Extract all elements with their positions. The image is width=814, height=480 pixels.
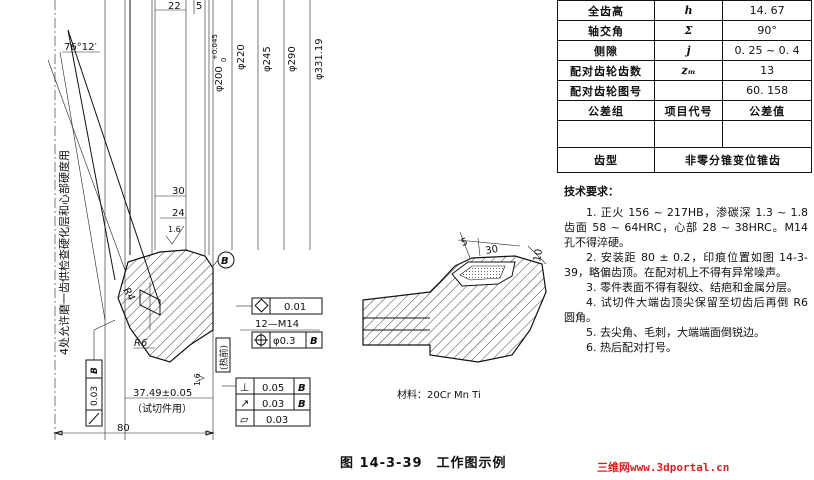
param-name: 侧隙 — [557, 40, 655, 61]
tooth-detail-section: 5 30 10 — [362, 231, 547, 363]
hardness-check-note: 4处允许磨一齿供检查硬化层和心部硬度用 — [57, 150, 71, 355]
detail-dim-30: 30 — [485, 244, 499, 257]
dim-bore-200-tol-lower: 0 — [220, 58, 228, 62]
fcf-row-2-datum: B — [298, 399, 306, 410]
dim-angle-label: 76°12′ — [64, 42, 97, 53]
fcf-position-value: φ0.3 — [273, 336, 296, 347]
dim-30-label: 30 — [172, 186, 185, 197]
detail-dim-5: 5 — [460, 237, 469, 249]
tech-item: 3. 零件表面不得有裂纹、结疤和金属分层。 — [586, 281, 798, 294]
fcf-row-1-sym: ⊥ — [240, 381, 250, 394]
param-symbol: zₘ — [653, 60, 724, 81]
table-row: 齿型 非零分锥变位锥齿 — [557, 147, 813, 173]
top-dimension-22: 22 5 — [155, 0, 202, 14]
dim-dia-290: φ290 — [287, 46, 298, 72]
dim-dia-331: φ331.19 — [314, 38, 325, 80]
trial-part-note: （试切件用） — [132, 402, 192, 415]
fcf-row-2-sym: ↗ — [240, 397, 249, 410]
roughness-2-label: 1.6 — [193, 373, 202, 386]
fcf-position-datum: B — [310, 336, 318, 347]
param-symbol — [653, 80, 724, 101]
param-value — [722, 120, 812, 148]
fcf-left-datum: B — [90, 367, 100, 374]
fcf-left-value: 0.03 — [90, 386, 100, 406]
fcf-left-runout: B 0.03 — [85, 319, 116, 427]
param-symbol: Σ — [653, 20, 724, 41]
dim-5-top-label: 5 — [196, 1, 202, 12]
dim-22-label: 22 — [168, 1, 181, 12]
param-value: 0. 25 ~ 0. 4 — [722, 40, 812, 61]
fcf-row-3-value: 0.03 — [266, 415, 288, 426]
tech-item: 2. 安装距 80 ± 0.2，印痕位置如图 14-3-39，略偏齿顶。在配对机… — [564, 251, 808, 279]
param-symbol: h — [653, 0, 724, 21]
param-value: 公差值 — [722, 100, 812, 121]
param-value: 90° — [722, 20, 812, 41]
param-name: 配对齿轮齿数 — [557, 60, 655, 81]
param-name: 配对齿轮图号 — [557, 80, 655, 101]
dim-80-label: 80 — [117, 423, 130, 434]
material-label: 材料：20Cr Mn Ti — [397, 388, 481, 401]
dim-bore-200: φ200 — [214, 66, 225, 92]
param-name: 全齿高 — [557, 0, 655, 21]
diameter-labels: φ200 +0.045 0 φ220 φ245 φ290 φ331.19 — [211, 0, 325, 250]
fcf-row-2-value: 0.03 — [262, 399, 284, 410]
roughness-1-label: 1.6 — [168, 225, 181, 234]
table-row — [557, 120, 812, 148]
tech-item: 6. 热后配对打号。 — [586, 341, 677, 354]
fcf-bottom-table: ⊥ 0.05 B ↗ 0.03 B ▱ 0.03 — [222, 377, 311, 427]
table-row: 配对齿轮齿数 zₘ 13 — [557, 60, 812, 81]
figure-caption: 图 14-3-39 工作图示例 — [340, 456, 507, 471]
fcf-position: φ0.3 B — [251, 331, 323, 349]
param-symbol — [653, 120, 724, 148]
tech-item: 5. 去尖角、毛刺，大端端面倒锐边。 — [586, 326, 765, 339]
param-name: 轴交角 — [557, 20, 655, 41]
heat-treat-note: (热前) — [218, 345, 230, 370]
dim-dia-245: φ245 — [262, 46, 273, 72]
param-name — [557, 120, 655, 148]
param-symbol: j — [653, 40, 724, 61]
datum-b-callout: B — [212, 251, 235, 269]
fcf-row-1-value: 0.05 — [262, 383, 284, 394]
dim-dia-220: φ220 — [236, 44, 247, 70]
param-value: 60. 158 — [722, 80, 812, 101]
table-row: 配对齿轮图号 60. 158 — [557, 80, 812, 101]
dim-24-label: 24 — [172, 208, 185, 219]
gear-section-hatched — [117, 249, 214, 363]
param-combined: 非零分锥变位锥齿 — [653, 147, 813, 173]
gear-parameter-table: 全齿高 h 14. 67 轴交角 Σ 90° 侧隙 j 0. 25 ~ 0. 4… — [557, 0, 813, 173]
tech-item: 4. 试切件大端齿顶尖保留至切齿后再倒 R6 圆角。 — [564, 296, 808, 324]
tech-title: 技术要求： — [564, 185, 619, 198]
fcf-flatness: 0.01 — [236, 297, 323, 315]
vertical-extension-lines — [54, 0, 214, 440]
tech-item: 1. 正火 156 ~ 217HB，渗碳深 1.3 ~ 1.8 齿面 58 ~ … — [564, 206, 808, 249]
dims-30-24: 30 24 1.6 — [155, 186, 186, 245]
table-row: 公差组 项目代号 公差值 — [557, 100, 812, 121]
radius-r6-label: R6 — [134, 338, 147, 349]
table-row: 侧隙 j 0. 25 ~ 0. 4 — [557, 40, 812, 61]
technical-requirements: 技术要求： 1. 正火 156 ~ 217HB，渗碳深 1.3 ~ 1.8 齿面… — [564, 184, 808, 355]
param-symbol: 项目代号 — [653, 100, 724, 121]
thread-label: 12—M14 — [255, 319, 299, 330]
param-value: 14. 67 — [722, 0, 812, 21]
detail-dim-10: 10 — [532, 248, 545, 262]
fcf-row-3-sym: ▱ — [240, 413, 249, 426]
dim-37-label: 37.49±0.05 — [133, 388, 192, 399]
param-name: 公差组 — [557, 100, 655, 121]
site-watermark: 三维网www.3dportal.cn — [597, 461, 730, 474]
table-row: 轴交角 Σ 90° — [557, 20, 812, 41]
dim-bore-200-tol-upper: +0.045 — [211, 34, 219, 60]
param-name: 齿型 — [557, 147, 655, 173]
gear-working-drawing: 22 5 φ200 +0.045 0 φ220 φ245 φ290 φ331.1… — [47, 0, 547, 440]
datum-b-label: B — [221, 256, 229, 267]
fcf-row-1-datum: B — [298, 383, 306, 394]
table-row: 全齿高 h 14. 67 — [557, 0, 812, 21]
param-value: 13 — [722, 60, 812, 81]
fcf-flatness-value: 0.01 — [284, 302, 306, 313]
